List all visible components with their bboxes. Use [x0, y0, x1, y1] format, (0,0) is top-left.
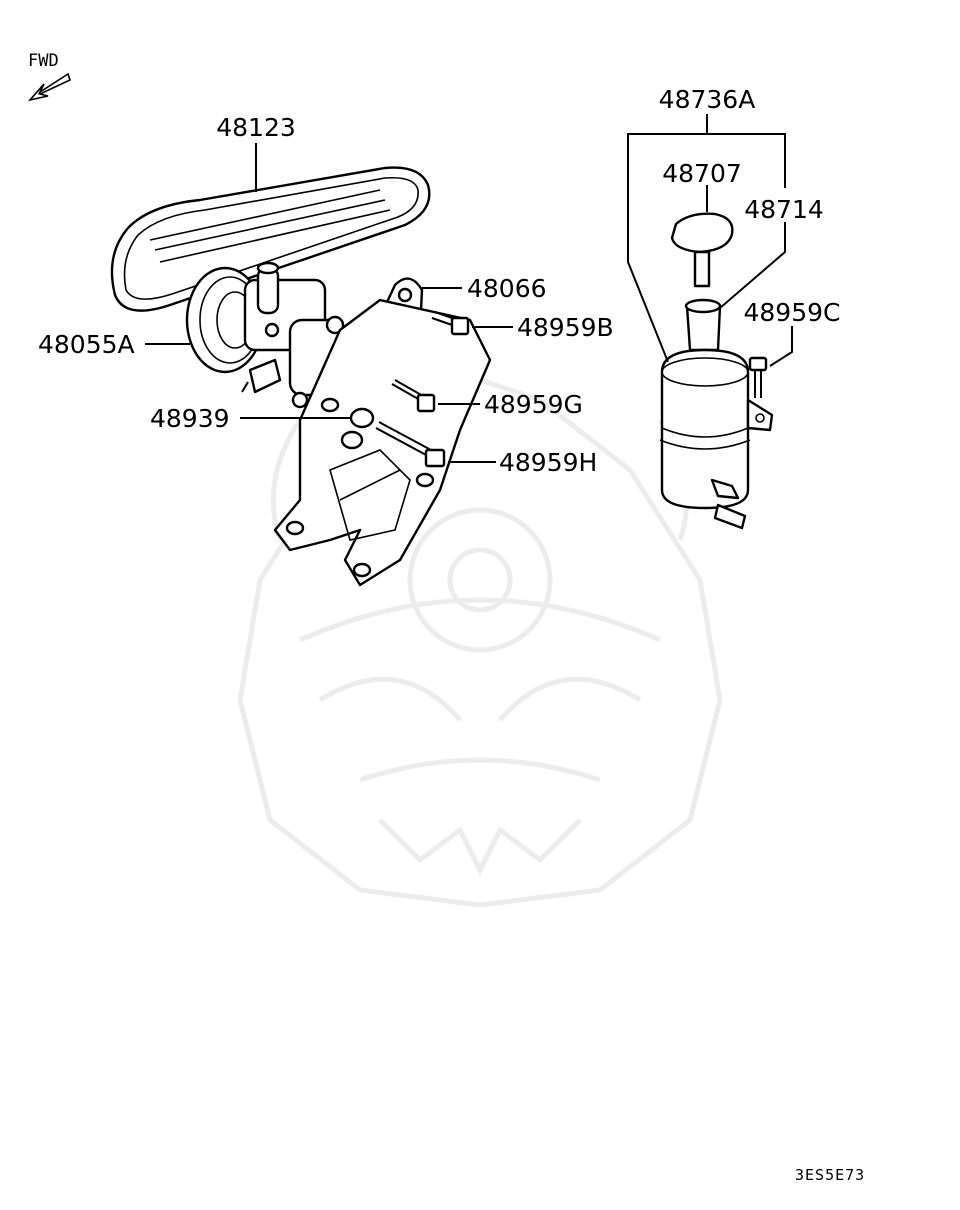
part-labels: 48123 48055A 48066 48959B 48959G 48939 4… — [38, 85, 841, 477]
label-belt: 48123 — [216, 113, 296, 142]
bolt-48959h — [375, 421, 446, 468]
drive-belt — [110, 166, 431, 312]
label-bolt-c: 48959C — [744, 298, 841, 327]
power-steering-pump — [185, 261, 347, 409]
bolt-48959c — [748, 356, 768, 398]
label-bolt-h: 48959H — [499, 448, 597, 477]
fwd-arrow-icon — [27, 72, 71, 102]
label-reservoir-assy: 48736A — [659, 85, 756, 114]
bolt-48959g — [391, 379, 436, 413]
bolt-48959b — [431, 311, 470, 336]
pump-bracket — [273, 277, 492, 587]
label-pump: 48055A — [38, 330, 135, 359]
leader-lines — [145, 114, 793, 463]
reservoir-assembly — [659, 212, 774, 530]
label-cap: 48707 — [662, 159, 742, 188]
fwd-label: FWD — [28, 51, 59, 71]
label-filter: 48714 — [744, 195, 824, 224]
label-bolt-b: 48959B — [517, 313, 614, 342]
diagram-code: 3ES5E73 — [795, 1166, 865, 1184]
label-bracket: 48066 — [467, 274, 547, 303]
label-bolt-g: 48959G — [484, 390, 583, 419]
label-spacer: 48939 — [150, 404, 230, 433]
fwd-indicator: FWD — [27, 51, 71, 102]
